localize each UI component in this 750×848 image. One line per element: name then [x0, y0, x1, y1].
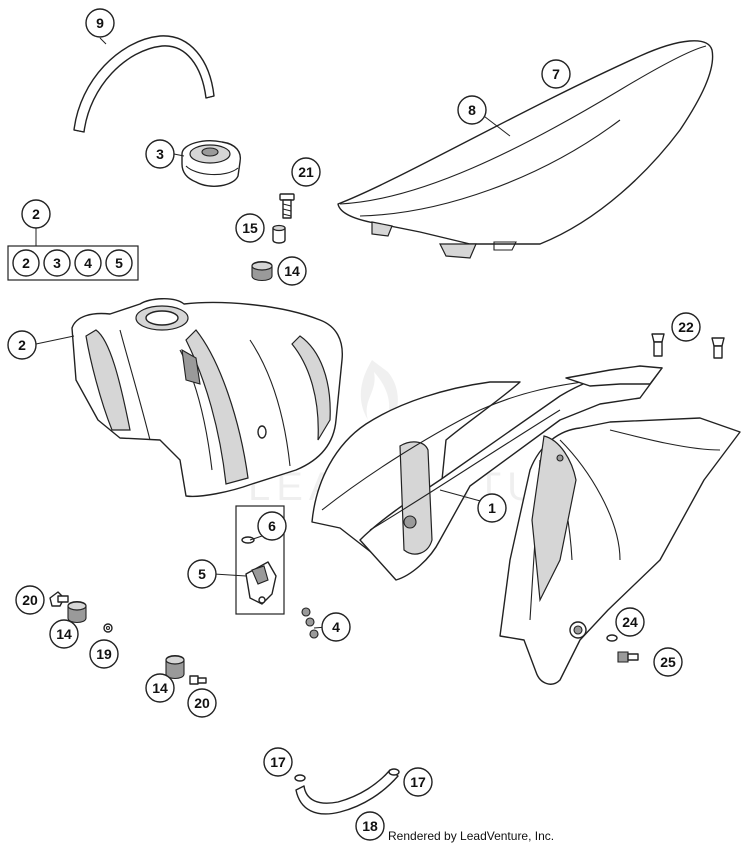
callout-kit-4[interactable]: 4 [74, 249, 102, 277]
callout-14-left[interactable]: 14 [49, 619, 79, 649]
svg-text:19: 19 [96, 646, 112, 662]
vent-hose[interactable] [73, 35, 215, 133]
callout-3[interactable]: 3 [145, 139, 175, 169]
callout-2-tank[interactable]: 2 [7, 330, 37, 360]
radiator-shroud-right[interactable] [499, 417, 741, 685]
callout-kit-2[interactable]: 2 [12, 249, 40, 277]
svg-text:5: 5 [198, 566, 206, 582]
credit-text: Rendered by LeadVenture, Inc. [388, 829, 554, 843]
svg-text:3: 3 [156, 146, 164, 162]
svg-text:7: 7 [552, 66, 560, 82]
callout-19[interactable]: 19 [89, 639, 119, 669]
svg-text:2: 2 [18, 337, 26, 353]
svg-text:2: 2 [32, 206, 40, 222]
rubber-bushing-14-top[interactable] [251, 260, 273, 282]
callout-14-top[interactable]: 14 [277, 256, 307, 286]
svg-text:9: 9 [96, 15, 104, 31]
svg-text:20: 20 [194, 695, 210, 711]
callout-2-main[interactable]: 2 [21, 199, 51, 229]
seat[interactable] [337, 40, 714, 259]
svg-text:17: 17 [410, 774, 426, 790]
callout-15[interactable]: 15 [235, 213, 265, 243]
bushing-15[interactable] [272, 224, 286, 244]
callout-17-left[interactable]: 17 [263, 747, 293, 777]
callout-1[interactable]: 1 [477, 493, 507, 523]
svg-text:8: 8 [468, 102, 476, 118]
svg-text:6: 6 [268, 518, 276, 534]
radiator-shroud-left[interactable] [311, 365, 663, 581]
callout-24[interactable]: 24 [615, 607, 645, 637]
svg-text:4: 4 [84, 255, 92, 271]
fuel-cap[interactable] [181, 140, 242, 187]
callout-4[interactable]: 4 [321, 612, 351, 642]
svg-text:25: 25 [660, 654, 676, 670]
callout-22[interactable]: 22 [671, 312, 701, 342]
fittings-4[interactable] [301, 607, 319, 639]
callout-9[interactable]: 9 [85, 8, 115, 38]
svg-text:14: 14 [56, 626, 72, 642]
svg-text:20: 20 [22, 592, 38, 608]
callout-kit-3[interactable]: 3 [43, 249, 71, 277]
svg-text:24: 24 [622, 614, 638, 630]
washer-and-bolt[interactable] [606, 634, 639, 663]
callout-8[interactable]: 8 [457, 95, 487, 125]
svg-text:15: 15 [242, 220, 258, 236]
screws-22[interactable] [651, 333, 725, 359]
callout-18[interactable]: 18 [355, 811, 385, 841]
svg-text:21: 21 [298, 164, 314, 180]
callout-5[interactable]: 5 [187, 559, 217, 589]
callout-17-right[interactable]: 17 [403, 767, 433, 797]
callout-14-bottom[interactable]: 14 [145, 673, 175, 703]
svg-text:18: 18 [362, 818, 378, 834]
svg-text:1: 1 [488, 500, 496, 516]
callout-25[interactable]: 25 [653, 647, 683, 677]
svg-text:17: 17 [270, 754, 286, 770]
svg-text:22: 22 [678, 319, 694, 335]
callout-6[interactable]: 6 [257, 511, 287, 541]
callout-kit-5[interactable]: 5 [105, 249, 133, 277]
callout-20-bottom[interactable]: 20 [187, 688, 217, 718]
bolt-21[interactable] [279, 193, 295, 219]
svg-text:14: 14 [152, 680, 168, 696]
fuel-tank[interactable] [71, 298, 343, 498]
svg-text:14: 14 [284, 263, 300, 279]
mount-set-bottom[interactable] [165, 654, 207, 685]
callout-21[interactable]: 21 [291, 157, 321, 187]
svg-text:2: 2 [22, 255, 30, 271]
svg-text:4: 4 [332, 619, 340, 635]
fuel-hose[interactable] [294, 768, 400, 815]
callout-7[interactable]: 7 [541, 59, 571, 89]
svg-text:3: 3 [53, 255, 61, 271]
svg-text:5: 5 [115, 255, 123, 271]
callout-20-left[interactable]: 20 [15, 585, 45, 615]
